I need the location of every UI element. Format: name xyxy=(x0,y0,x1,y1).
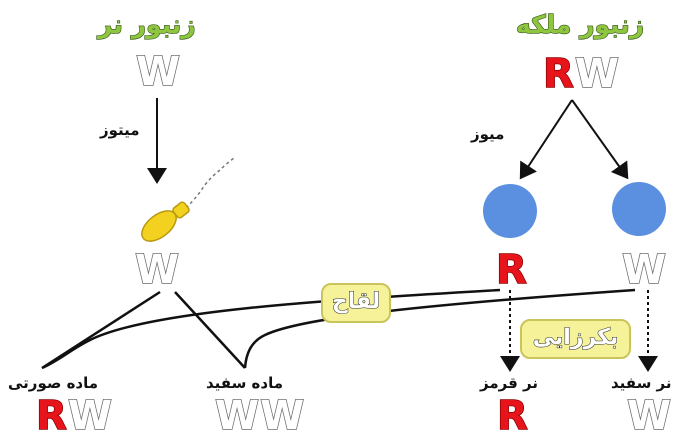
white-male-genotype: W xyxy=(626,393,673,439)
parthenogenesis-box: بکرزایی xyxy=(520,319,631,359)
egg-right-genotype: W xyxy=(621,247,668,293)
allele-w: W xyxy=(134,247,181,293)
allele-r: R xyxy=(35,393,68,439)
white-female-label: ماده سفید xyxy=(206,374,284,392)
male-parent-genotype: W xyxy=(135,49,182,95)
allele-w: W xyxy=(67,393,113,439)
fertilization-box: لقاح xyxy=(321,283,391,323)
sperm-icon xyxy=(141,157,235,242)
allele-w: W xyxy=(621,247,668,293)
allele-w: W xyxy=(214,393,261,439)
meiosis-arrow-left xyxy=(519,99,573,180)
red-male-label: نر قرمز xyxy=(480,374,538,392)
line-sperm-to-white xyxy=(174,291,246,369)
line-sperm-to-pink xyxy=(41,290,161,370)
allele-w: W xyxy=(626,393,673,439)
allele-r: R xyxy=(542,51,575,97)
male-bee-title: زنبور نر xyxy=(97,9,196,39)
pink-female-label: ماده صورتی xyxy=(8,374,99,392)
line-egg-w-to-white xyxy=(243,288,636,369)
egg-cell-right xyxy=(612,182,666,236)
queen-bee-title: زنبور ملکه xyxy=(515,9,645,39)
white-female-genotype: WW xyxy=(214,393,306,439)
meiosis-label: میوز xyxy=(471,125,505,143)
egg-cell-left xyxy=(483,184,537,238)
sperm-genotype: W xyxy=(134,247,181,293)
allele-r: R xyxy=(495,247,528,293)
mitosis-label: میتوز xyxy=(100,121,140,139)
meiosis-arrow-right xyxy=(571,99,629,180)
queen-genotype: RW xyxy=(542,51,620,97)
allele-r: R xyxy=(496,393,529,439)
line-egg-r-to-pink xyxy=(41,288,501,370)
allele-w: W xyxy=(135,49,182,95)
allele-w: W xyxy=(574,51,620,97)
pink-female-genotype: RW xyxy=(35,393,113,439)
allele-w: W xyxy=(259,393,306,439)
egg-left-genotype: R xyxy=(495,247,528,293)
white-male-label: نر سفید xyxy=(611,374,672,392)
red-male-genotype: R xyxy=(496,393,529,439)
